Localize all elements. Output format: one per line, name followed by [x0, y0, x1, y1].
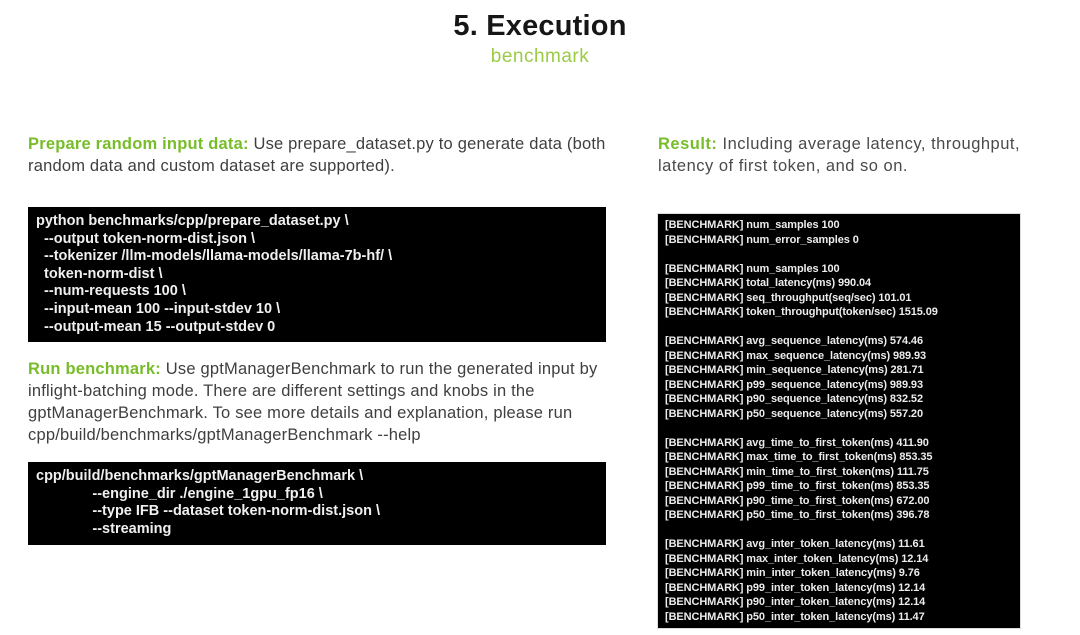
run-benchmark-label: Run benchmark:	[28, 360, 161, 379]
result-paragraph: Result: Including average latency, throu…	[658, 133, 1024, 177]
prepare-dataset-code-block: python benchmarks/cpp/prepare_dataset.py…	[28, 207, 606, 343]
page-title: 5. Execution	[453, 10, 627, 42]
right-column: Result: Including average latency, throu…	[657, 133, 1024, 629]
run-benchmark-paragraph: Run benchmark: Use gptManagerBenchmark t…	[28, 358, 606, 446]
result-label: Result:	[658, 135, 718, 153]
left-column: Prepare random input data: Use prepare_d…	[28, 133, 606, 545]
slide-header: 5. Execution benchmark	[0, 10, 1080, 68]
result-text: Including average latency, throughput, l…	[658, 135, 1026, 175]
gpt-manager-benchmark-code-block: cpp/build/benchmarks/gptManagerBenchmark…	[28, 462, 606, 545]
run-benchmark-text: Use gptManagerBenchmark to run the gener…	[28, 360, 603, 445]
prepare-data-paragraph: Prepare random input data: Use prepare_d…	[28, 133, 606, 177]
benchmark-output-terminal: [BENCHMARK] num_samples 100 [BENCHMARK] …	[657, 213, 1021, 629]
page-subtitle: benchmark	[490, 46, 590, 67]
prepare-data-text: Use prepare_dataset.py to generate data …	[28, 135, 611, 175]
prepare-data-label: Prepare random input data:	[28, 135, 249, 153]
